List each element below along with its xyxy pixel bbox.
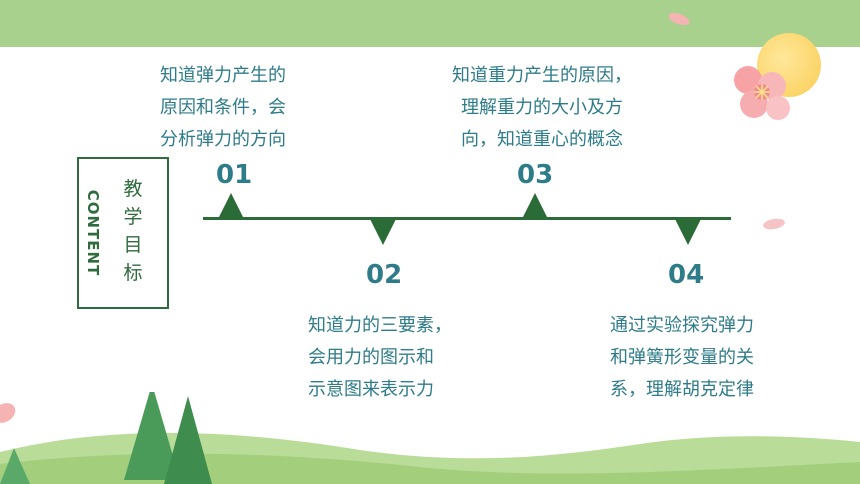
objective-4-text: 通过实验探究弹力 和弹簧形变量的关 系，理解胡克定律 bbox=[610, 310, 754, 406]
text-line: 会用力的图示和 bbox=[308, 347, 434, 368]
section-title: 教 学 目 标 bbox=[120, 175, 146, 287]
objective-1-text: 知道弹力产生的 原因和条件，会 分析弹力的方向 bbox=[160, 60, 286, 156]
title-char: 教 bbox=[123, 178, 143, 200]
text-line: 和弹簧形变量的关 bbox=[610, 347, 754, 368]
petal-icon bbox=[762, 217, 786, 231]
ground-decoration bbox=[0, 392, 860, 484]
section-label-box bbox=[77, 157, 169, 309]
timeline-marker-down bbox=[675, 219, 701, 245]
timeline-marker-up bbox=[522, 193, 548, 219]
timeline-marker-up bbox=[218, 193, 244, 219]
text-line: 知道重力产生的原因， bbox=[452, 65, 632, 86]
text-line: 分析弹力的方向 bbox=[160, 129, 286, 150]
objective-2-number: 02 bbox=[366, 260, 403, 290]
header-band bbox=[0, 0, 860, 47]
text-line: 向，知道重心的概念 bbox=[461, 129, 623, 150]
timeline-marker-down bbox=[370, 219, 396, 245]
text-line: 系，理解胡克定律 bbox=[610, 379, 754, 400]
flower-icon bbox=[734, 66, 790, 120]
objective-3-text: 知道重力产生的原因， 理解重力的大小及方 向，知道重心的概念 bbox=[436, 60, 648, 156]
objective-3-number: 03 bbox=[517, 160, 554, 190]
text-line: 理解重力的大小及方 bbox=[461, 97, 623, 118]
title-char: 标 bbox=[123, 262, 143, 284]
content-label: CONTENT bbox=[84, 189, 102, 277]
tree-icon bbox=[0, 392, 212, 484]
text-line: 示意图来表示力 bbox=[308, 379, 434, 400]
objective-1-number: 01 bbox=[216, 160, 253, 190]
timeline-line bbox=[203, 217, 731, 220]
objective-4-number: 04 bbox=[668, 260, 705, 290]
objective-2-text: 知道力的三要素， 会用力的图示和 示意图来表示力 bbox=[308, 310, 452, 406]
text-line: 原因和条件，会 bbox=[160, 97, 286, 118]
title-char: 目 bbox=[123, 234, 143, 256]
text-line: 知道弹力产生的 bbox=[160, 65, 286, 86]
title-char: 学 bbox=[123, 206, 143, 228]
text-line: 通过实验探究弹力 bbox=[610, 315, 754, 336]
text-line: 知道力的三要素， bbox=[308, 315, 452, 336]
